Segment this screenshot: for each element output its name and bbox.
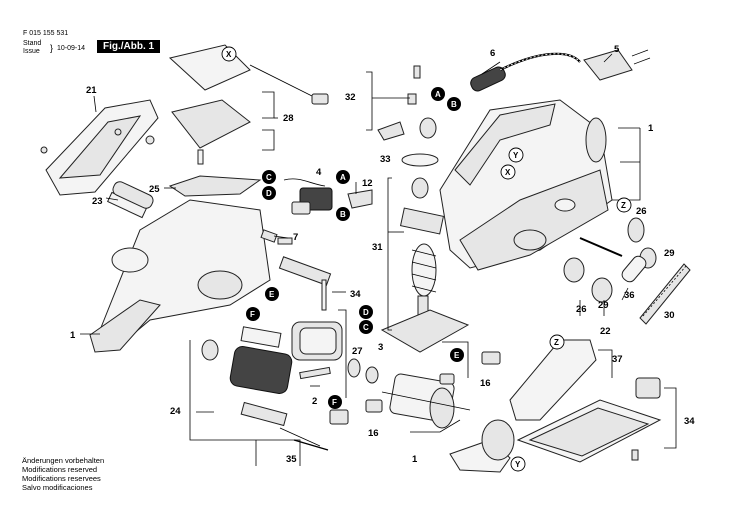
- callout-28: 28: [283, 113, 294, 124]
- marker-e-motor: E: [269, 290, 275, 299]
- marker-d-motor: D: [363, 308, 369, 317]
- callout-25: 25: [149, 184, 160, 195]
- part-16-brush-holders: [329, 351, 501, 425]
- callout-6: 6: [490, 48, 495, 59]
- callout-1-left: 1: [70, 330, 76, 341]
- part-4-switch: [283, 178, 333, 215]
- callout-34-left: 34: [350, 289, 361, 300]
- marker-y-bottom: Y: [515, 460, 521, 469]
- part-1-belt-guard: [449, 419, 515, 473]
- callout-16-bottom: 16: [368, 428, 379, 439]
- callout-29-right: 29: [664, 248, 675, 259]
- callout-24: 24: [170, 406, 181, 417]
- part-36-shaft: [579, 237, 647, 283]
- main-housing: [89, 199, 332, 353]
- part-number: F 015 155 531: [23, 30, 69, 37]
- marker-c-switch: C: [266, 173, 272, 182]
- stand-label: Stand: [23, 40, 42, 47]
- callout-29-bottom: 29: [598, 300, 609, 311]
- letter-markers-white: X Y X Z Z Y: [221, 46, 632, 472]
- callout-33: 33: [380, 154, 391, 165]
- callout-26-bottom: 26: [576, 304, 587, 315]
- callout-37: 37: [612, 354, 623, 365]
- part-35-rod: [293, 439, 329, 451]
- letter-markers-black: A B A B C D D C E F E F: [246, 87, 464, 409]
- part-32-screws: [377, 65, 437, 141]
- marker-z-right: Z: [621, 201, 626, 210]
- part-27-bearing: [347, 358, 379, 384]
- footer-line-en: Modifications reserved: [22, 465, 98, 474]
- issue-label: Issue: [23, 48, 40, 55]
- callout-36: 36: [624, 290, 635, 301]
- brace-symbol: }: [50, 43, 54, 53]
- marker-z-bottom: Z: [554, 338, 559, 347]
- part-28-handle-grip: [168, 44, 329, 165]
- marker-x-right: X: [505, 168, 511, 177]
- part-23-spring: [107, 181, 154, 219]
- issue-date: 10-09-14: [57, 45, 86, 52]
- callout-1-bottom: 1: [412, 454, 418, 465]
- part-21-grip-cover: [40, 99, 159, 196]
- part-12-switch-button: [347, 189, 373, 209]
- callout-21: 21: [86, 85, 97, 96]
- part-5-plug: [583, 49, 651, 81]
- callout-34-right: 34: [684, 416, 695, 427]
- callout-leaders: [80, 53, 677, 466]
- callout-30: 30: [664, 310, 675, 321]
- callout-1-right: 1: [648, 123, 654, 134]
- callout-22: 22: [600, 326, 611, 337]
- callout-3: 3: [378, 342, 383, 353]
- marker-c-motor: C: [363, 323, 369, 332]
- callout-26-right: 26: [636, 206, 647, 217]
- callout-numbers: 21 23 25 28 4 12 7 34 1 32 33 31 6 5 1 2…: [70, 44, 695, 465]
- part-24-brush-assembly: [201, 326, 321, 447]
- marker-d-switch: D: [266, 189, 272, 198]
- callout-23: 23: [92, 196, 103, 207]
- part-2-stator: [291, 321, 343, 380]
- marker-b-top: B: [451, 100, 457, 109]
- callout-31: 31: [372, 242, 383, 253]
- footer-line-es: Salvo modificaciones: [22, 483, 93, 492]
- figure-label: Fig./Abb. 1: [97, 40, 161, 53]
- footer-line-de: Änderungen vorbehalten: [22, 456, 105, 465]
- part-31-spindle-stack: [380, 153, 470, 353]
- callout-12: 12: [362, 178, 373, 189]
- part-6-cord-sleeve: [470, 52, 581, 92]
- marker-y-top: Y: [513, 151, 519, 160]
- marker-e-brush: E: [454, 351, 460, 360]
- marker-a-top: A: [435, 90, 441, 99]
- marker-a-switch: A: [340, 173, 346, 182]
- callout-5: 5: [614, 44, 620, 55]
- callout-2: 2: [312, 396, 317, 407]
- footer-line-fr: Modifications reservees: [22, 474, 101, 483]
- part-34-base-plate: [516, 377, 662, 463]
- part-1-planer-body: [439, 99, 613, 271]
- callout-32: 32: [345, 92, 356, 103]
- callout-16-right: 16: [480, 378, 491, 389]
- marker-x-top: X: [226, 50, 232, 59]
- callout-27: 27: [352, 346, 363, 357]
- part-7-screws: [260, 229, 293, 245]
- callout-4: 4: [316, 167, 322, 178]
- callout-7: 7: [293, 232, 298, 243]
- part-26-rollers: [563, 217, 645, 283]
- part-30-drive-belt: [639, 263, 691, 325]
- part-25-rubber-pad: [168, 175, 262, 197]
- part-3-armature: [381, 373, 471, 429]
- callout-35: 35: [286, 454, 297, 465]
- marker-b-switch: B: [340, 210, 346, 219]
- marker-f-brush: F: [332, 398, 337, 407]
- marker-f-motor: F: [250, 310, 255, 319]
